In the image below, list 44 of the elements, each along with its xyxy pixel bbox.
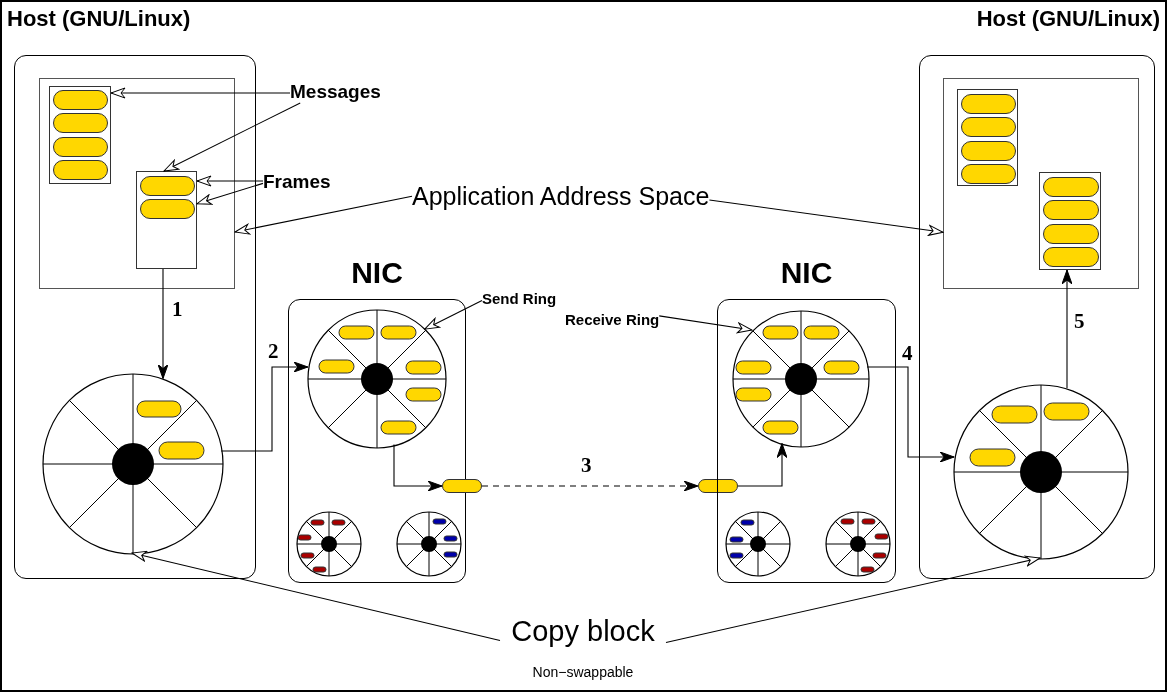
ring-buffer-drawing <box>296 511 362 577</box>
leader-line <box>234 195 413 235</box>
frame-pill <box>442 479 482 493</box>
buffer-box <box>957 89 1018 186</box>
leader-line <box>424 299 483 330</box>
arrow <box>866 366 955 463</box>
note-text: Non−swappable <box>532 665 634 681</box>
arrow <box>481 480 699 492</box>
leader-line <box>131 550 501 642</box>
nic-title: NIC <box>351 256 403 289</box>
callout-label: Messages <box>290 82 381 103</box>
leader-line <box>196 182 264 205</box>
leader-line <box>665 555 1041 643</box>
leader-line <box>658 315 753 334</box>
leader-line <box>708 199 944 236</box>
host-title: Host (GNU/Linux) <box>976 7 1160 32</box>
ring-buffer-drawing <box>725 511 791 577</box>
arrow <box>393 444 443 492</box>
ring-buffer-drawing <box>396 511 462 577</box>
ring-buffer-drawing <box>953 384 1129 560</box>
arrow <box>220 361 309 452</box>
frame-pill <box>698 479 738 493</box>
callout-label: Copy block <box>511 616 655 648</box>
leader-line <box>163 102 301 172</box>
address-space-box <box>943 78 1139 289</box>
ring-buffer-drawing <box>825 511 891 577</box>
callout-label: Send Ring <box>482 291 557 308</box>
ring-buffer-drawing <box>307 309 447 449</box>
callout-label: Frames <box>263 172 331 193</box>
arrow <box>737 443 788 487</box>
callout-label: Receive Ring <box>565 312 660 329</box>
buffer-box <box>136 171 197 269</box>
host-title: Host (GNU/Linux) <box>7 7 191 32</box>
leader-line <box>196 175 264 187</box>
arrow <box>1061 269 1073 389</box>
leader-line <box>110 87 291 99</box>
ring-buffer-drawing <box>42 373 224 555</box>
buffer-box <box>1039 172 1101 270</box>
ring-buffer-drawing <box>732 310 870 448</box>
arrow <box>157 268 169 380</box>
nic-title: NIC <box>780 256 833 289</box>
address-space-box <box>39 78 235 289</box>
buffer-box <box>49 86 111 184</box>
callout-label: Application Address Space <box>412 183 710 211</box>
